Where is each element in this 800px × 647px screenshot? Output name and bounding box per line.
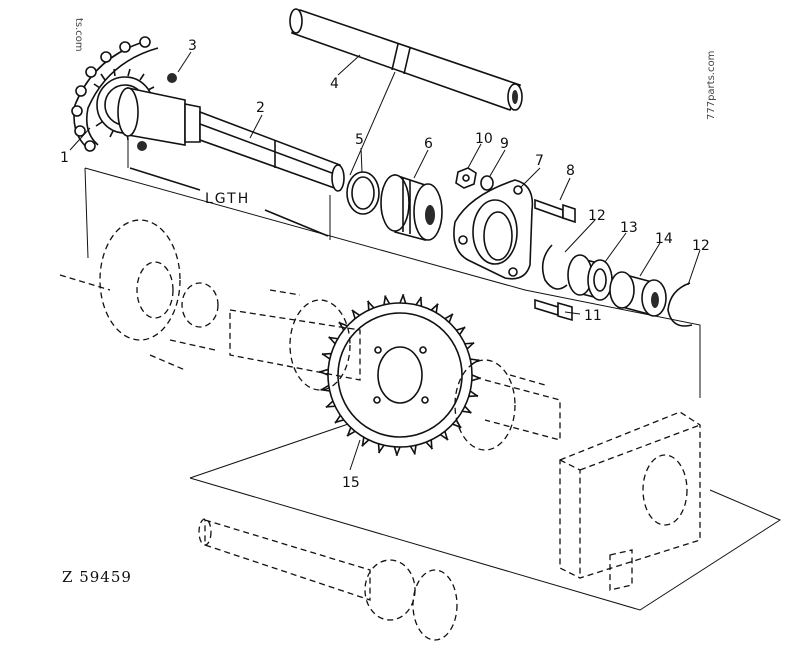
sprocket-tooth (393, 446, 401, 456)
tube (289, 8, 523, 112)
snap-ring-right (667, 282, 693, 327)
sprocket-tooth (321, 352, 332, 360)
dashed-sprocket-left (99, 219, 219, 341)
assembly-outline-top (84, 167, 526, 291)
main-shaft (117, 87, 345, 192)
sprocket-tooth (399, 294, 407, 304)
sprocket-tooth (338, 321, 348, 331)
dashed-bolts-left (59, 274, 216, 371)
callout-6: 6 (424, 136, 433, 152)
sprocket-tooth (366, 300, 375, 311)
sprocket-tooth (320, 384, 330, 392)
callout-14: 14 (655, 231, 673, 247)
flange-housing (453, 179, 534, 280)
callout-2: 2 (256, 100, 265, 116)
callout-10: 10 (475, 131, 493, 147)
sprocket-tooth (425, 439, 434, 450)
callout-8: 8 (566, 163, 575, 179)
lock-washer (480, 175, 494, 191)
sprocket-tooth (346, 427, 356, 437)
watermark-right: 777parts.com (706, 51, 717, 120)
callout-7: 7 (535, 153, 544, 169)
callout-5: 5 (355, 132, 364, 148)
bushing (380, 173, 443, 242)
figure-code: Z 59459 (62, 568, 132, 586)
dashed-lower-shaft (198, 518, 458, 641)
callout-9: 9 (500, 136, 509, 152)
sprocket-tooth (430, 303, 439, 313)
callout-13: 13 (620, 220, 638, 236)
hex-nut (455, 167, 477, 189)
sleeve (609, 271, 667, 317)
sprocket-tooth (361, 437, 370, 447)
bolt-upper (534, 198, 576, 224)
sprocket-tooth (409, 445, 417, 455)
lower-outline (189, 477, 782, 611)
lower-outline-left (189, 419, 361, 479)
ball-lower (137, 141, 147, 151)
length-dimension: LGTH (127, 140, 331, 240)
leader-lines (69, 51, 701, 471)
sprocket-tooth (328, 336, 338, 345)
snap-ring-left (541, 244, 568, 290)
callout-12-right: 12 (692, 238, 710, 254)
callout-1: 1 (60, 150, 69, 166)
large-sprocket (319, 294, 481, 456)
callout-12-left: 12 (588, 208, 606, 224)
assembly-outline-right (524, 289, 701, 398)
dashed-hub-right (454, 359, 561, 451)
sprocket-tooth (470, 358, 480, 366)
sprocket-tooth (468, 390, 479, 398)
sprocket-tooth (444, 313, 454, 323)
callout-4: 4 (330, 76, 339, 92)
bolt-lower (534, 298, 573, 322)
sprocket-tooth (351, 309, 361, 319)
sprocket-tooth (439, 431, 449, 441)
ball-bearing (567, 254, 613, 301)
callout-3: 3 (188, 38, 197, 54)
assembly-outline-left (84, 167, 89, 259)
sprocket-tooth (456, 326, 466, 336)
sprocket-tooth (325, 400, 336, 409)
sprocket-tooth (415, 296, 423, 307)
sprocket-tooth (377, 443, 385, 454)
thrust-washer (346, 171, 380, 215)
ball-upper (167, 73, 177, 83)
sprocket-tooth (462, 405, 472, 414)
callout-15: 15 (342, 475, 360, 491)
sprocket-tooth (452, 419, 462, 429)
sprocket-tooth (334, 414, 344, 424)
watermark-left: ts.com (73, 18, 84, 52)
callout-11: 11 (584, 308, 602, 324)
dashed-shaft-center (229, 289, 361, 391)
dashed-gearbox (559, 411, 701, 591)
sprocket-tooth (383, 295, 391, 305)
sprocket-tooth (464, 341, 475, 350)
sprocket-tooth (471, 374, 481, 382)
dimension-label: LGTH (205, 191, 250, 207)
